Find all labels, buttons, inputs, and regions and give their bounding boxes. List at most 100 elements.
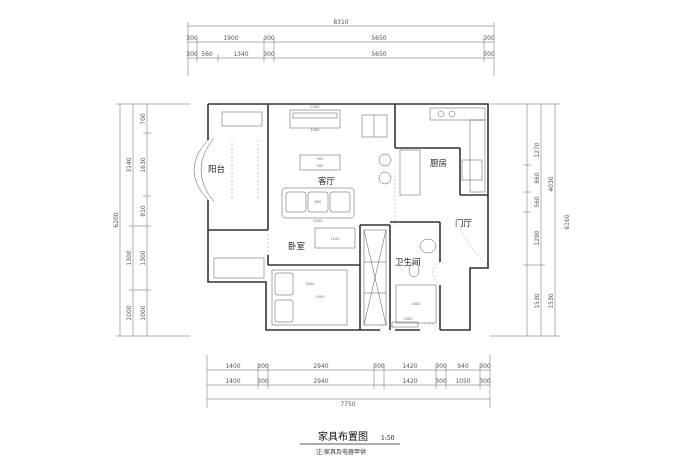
top-dim-r2-1: 560 — [201, 51, 213, 58]
bar-stool — [378, 171, 392, 185]
left-dim-i2: 810 — [140, 205, 147, 217]
tv-cabinet-dim: 2240 — [311, 105, 320, 109]
bottom-dim-r1-2: 2940 — [313, 363, 328, 370]
toilet-icon — [408, 262, 420, 278]
left-dim-o0: 3140 — [126, 157, 133, 172]
kitchen-island — [399, 149, 421, 196]
top-dim-r1-1: 1900 — [223, 35, 238, 42]
tall-cabinet — [363, 229, 387, 326]
top-dim-r1-2: 300 — [263, 35, 275, 42]
walls — [193, 103, 489, 331]
room-label-kitchen: 厨房 — [430, 158, 447, 169]
left-dim-i3: 1300 — [140, 250, 147, 265]
sofa-length: 2200 — [314, 219, 323, 223]
tv-cabinet — [289, 109, 341, 129]
tv-unit — [292, 112, 338, 119]
drawing-title: 家具布置图 — [318, 430, 368, 443]
room-label-entrance: 门厅 — [455, 218, 473, 229]
right-dim-i3: 1290 — [534, 230, 541, 245]
bottom-dim-r2-2: 2940 — [313, 378, 328, 385]
bottom-dim-r1-1: 300 — [257, 363, 269, 370]
pillow — [274, 272, 294, 296]
right-dim-i4: 1530 — [534, 293, 541, 308]
pillow — [274, 299, 294, 323]
room-label-living: 客厅 — [318, 176, 336, 187]
fridge — [361, 114, 388, 138]
balcony-cabinet — [221, 111, 263, 127]
right-dim-o0: 4030 — [548, 176, 555, 191]
right-dimensions: 6160 4030 1530 1270 860 560 1290 1530 — [490, 103, 571, 337]
sofa-cushion — [329, 191, 351, 213]
title-block: 家具布置图 1:50 注:家具及电器甲供 — [300, 430, 400, 456]
kitchen-appliance — [461, 159, 483, 181]
sofa-cushion — [307, 191, 329, 213]
left-dim-i1: 1630 — [140, 157, 147, 172]
bottom-dim-r2-0: 1400 — [225, 378, 240, 385]
room-label-bathroom: 卫生间 — [395, 257, 421, 268]
bottom-dim-r2-6: 300 — [479, 378, 491, 385]
top-dim-r1-3: 5650 — [371, 35, 386, 42]
furniture: 2240 1400 900 450 800 2200 1200 — [213, 105, 486, 328]
washbasin-icon — [419, 238, 437, 254]
kitchen-counter-side — [469, 119, 486, 193]
right-dim-total: 6160 — [564, 214, 571, 229]
bottom-dimensions: 1400 300 2940 300 1420 300 940 300 1400 … — [206, 355, 491, 408]
left-dim-o1: 1300 — [126, 250, 133, 265]
drawing-scale: 1:50 — [381, 435, 395, 442]
tub-dim: 1600 — [412, 302, 421, 306]
tv-width-dim: 1400 — [311, 128, 320, 132]
bottom-dim-r1-0: 1400 — [225, 363, 240, 370]
left-dimensions: 6200 3140 1300 1000 700 1630 810 1300 10… — [113, 103, 190, 337]
top-dim-r2-5: 300 — [483, 51, 495, 58]
table-dim: 900 — [317, 157, 324, 161]
cabinet-dim: 1000 — [404, 317, 413, 321]
bedroom-desk — [314, 227, 356, 249]
sofa-cushion — [285, 191, 307, 213]
bottom-dim-r1-3: 300 — [373, 363, 385, 370]
right-dim-i0: 1270 — [534, 142, 541, 157]
bottom-dim-r2-5: 1050 — [455, 378, 470, 385]
bottom-dim-r2-3: 1420 — [402, 378, 417, 385]
top-dim-r1-4: 300 — [483, 35, 495, 42]
sofa — [281, 187, 355, 219]
desk-dim: 1200 — [331, 237, 340, 241]
bed-width-dim: 1500 — [316, 295, 325, 299]
wardrobe — [213, 257, 265, 279]
sofa-depth: 800 — [315, 200, 322, 204]
bottom-dim-total: 7750 — [340, 401, 355, 408]
bed-length-dim: 2000 — [306, 282, 315, 286]
room-label-bedroom: 卧室 — [288, 241, 306, 252]
doors-openings — [231, 140, 489, 331]
room-label-balcony: 阳台 — [208, 164, 225, 175]
drawing-note: 注:家具及电器甲供 — [316, 448, 366, 456]
bottom-dim-r1-6: 940 — [457, 363, 469, 370]
top-dim-total: 8310 — [333, 19, 348, 26]
bar-stool — [378, 153, 392, 167]
kitchen-counter-top — [429, 107, 486, 121]
left-dim-o2: 1000 — [126, 305, 133, 320]
top-dim-r2-3: 300 — [263, 51, 275, 58]
bathtub — [395, 284, 437, 324]
stove-burner-icon — [448, 110, 456, 118]
coffee-table — [299, 154, 341, 171]
left-dim-total: 6200 — [113, 212, 120, 227]
top-dim-r2-2: 1340 — [233, 51, 248, 58]
top-dim-r2-0: 300 — [186, 51, 198, 58]
top-dim-r1-0: 300 — [186, 35, 198, 42]
bottom-dim-r2-4: 300 — [435, 378, 447, 385]
bottom-dim-r1-4: 1420 — [402, 363, 417, 370]
bottom-dim-r1-5: 300 — [435, 363, 447, 370]
left-dim-i0: 700 — [140, 113, 147, 125]
bed — [271, 269, 348, 326]
top-dim-r2-4: 5650 — [371, 51, 386, 58]
bottom-dim-r2-1: 300 — [257, 378, 269, 385]
top-dimensions: 8310 300 1900 300 5650 300 300 560 1340 … — [186, 19, 495, 76]
room-labels: 阳台 客厅 厨房 门厅 卧室 卫生间 — [208, 158, 473, 268]
table2-dim: 450 — [317, 164, 324, 168]
bath-cabinet — [391, 321, 419, 328]
bottom-dim-r1-7: 300 — [479, 363, 491, 370]
right-dim-o1: 1530 — [548, 293, 555, 308]
sink-icon — [437, 110, 445, 118]
left-dim-i4: 1000 — [140, 305, 147, 320]
